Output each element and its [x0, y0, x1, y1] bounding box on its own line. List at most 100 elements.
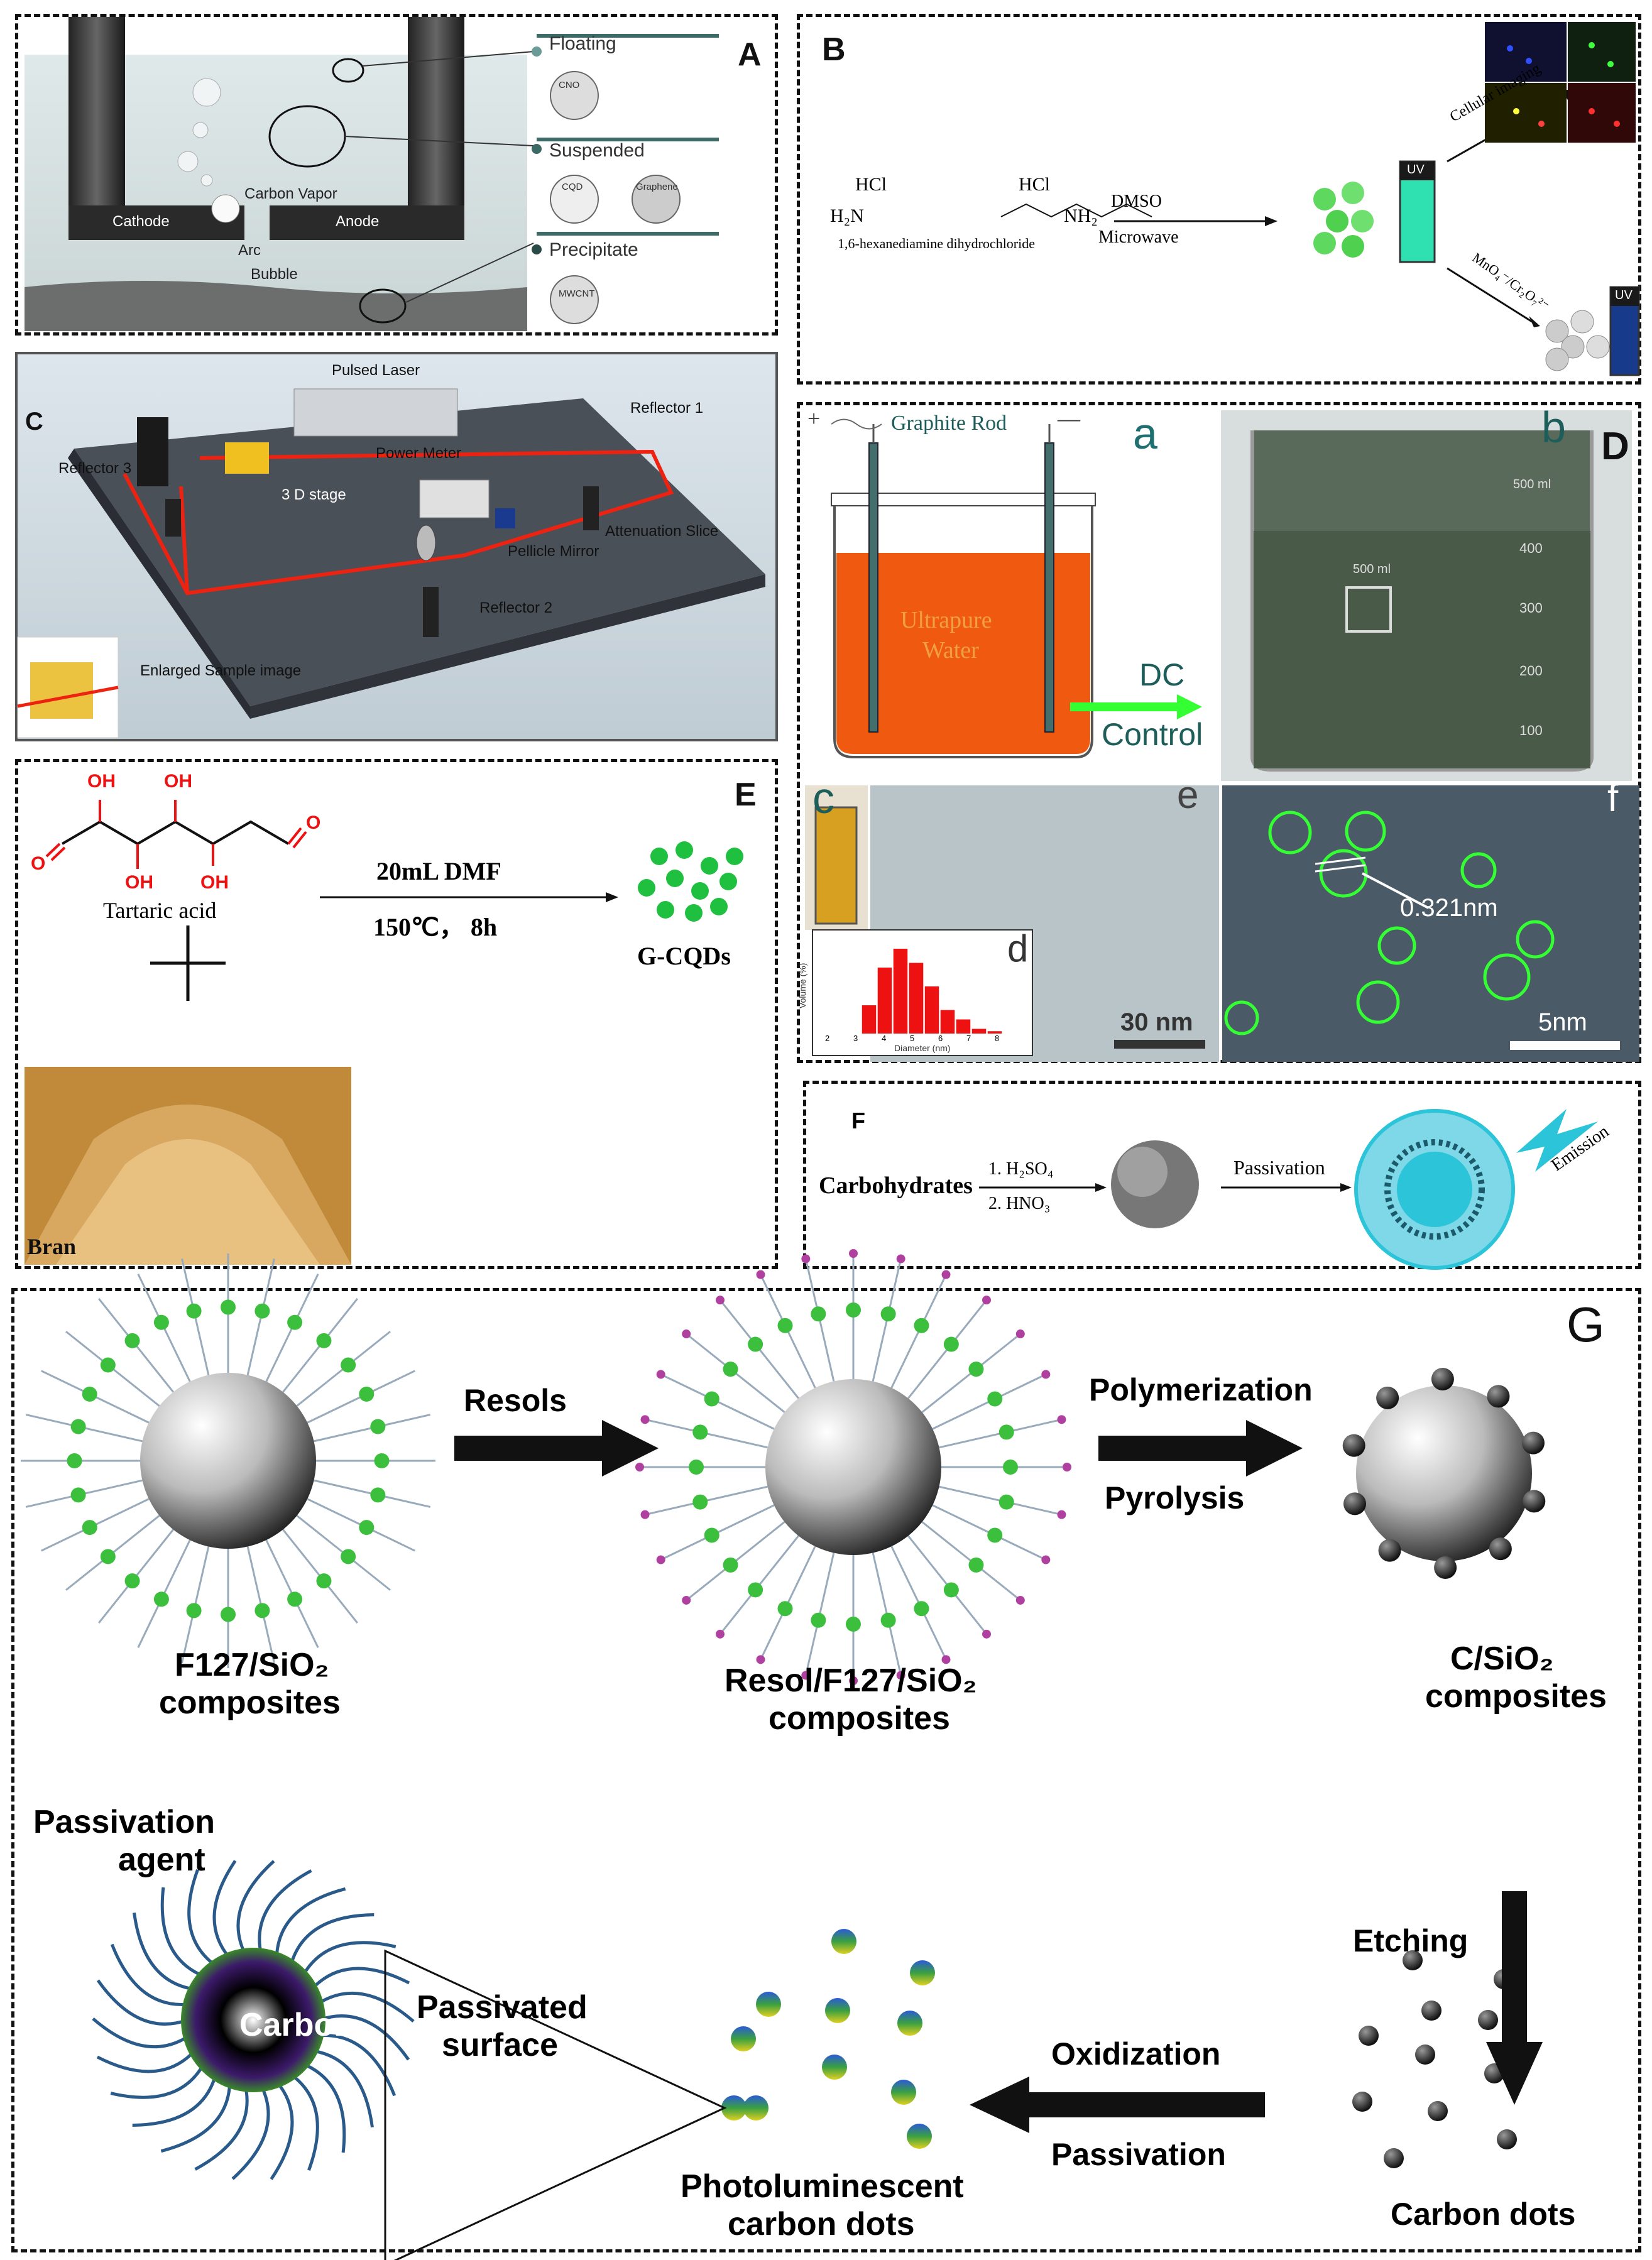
- resol-tip: [849, 1676, 858, 1685]
- passivation-chain: [96, 2050, 196, 2073]
- passivation-chain: [310, 1967, 410, 1990]
- histogram-bar: [971, 1029, 987, 1034]
- passivation-chain: [132, 2073, 217, 2127]
- panel-b: HCl HCl H₂N NH₂ 1,6-hexanediamine dihydr…: [797, 14, 1641, 385]
- csio2-line1: C/SiO₂: [1450, 1640, 1554, 1677]
- oh-1: OH: [87, 771, 116, 792]
- arc-label: Arc: [238, 242, 261, 259]
- f127-coil: [914, 1601, 929, 1617]
- resols-label: Resols: [464, 1383, 567, 1418]
- passivation-chain: [160, 2082, 232, 2153]
- sub-f-label: f: [1607, 777, 1619, 820]
- panel-f-scheme: [979, 1109, 1598, 1270]
- hist-xticks: 2 3 4 5 6 7 8: [825, 1034, 1026, 1044]
- resol-tip: [982, 1296, 991, 1305]
- f127-coil: [221, 1299, 236, 1315]
- mwcnt-label: MWCNT: [559, 288, 595, 299]
- f127-coil: [723, 1362, 738, 1377]
- resol-tip: [716, 1629, 725, 1639]
- resol-tip: [849, 1249, 858, 1258]
- photoluminescent-dot: [756, 1992, 781, 2017]
- water-line1: Ultrapure: [900, 607, 992, 633]
- passivation-chain: [289, 1913, 375, 1967]
- f127-coil: [968, 1557, 984, 1573]
- resol-tip: [896, 1671, 905, 1680]
- passivation-chain: [212, 1860, 237, 1960]
- bran-label: Bran: [27, 1234, 77, 1259]
- passivation-chain: [302, 2062, 346, 2153]
- passivation-chain: [133, 1912, 195, 1991]
- carbon-dot: [1428, 2101, 1448, 2121]
- f127-coil: [70, 1419, 86, 1434]
- hist-xtick: 6: [938, 1034, 943, 1043]
- f127-line2: composites: [159, 1684, 341, 1721]
- reflector3-label: Reflector 3: [58, 460, 132, 477]
- minus-sign: —: [1058, 406, 1080, 431]
- microwave-label: Microwave: [1098, 227, 1179, 247]
- photoluminescent-dot: [897, 2011, 922, 2036]
- f127-coil: [880, 1612, 896, 1628]
- hist-xtick: 2: [825, 1034, 830, 1043]
- f127-coil: [987, 1391, 1003, 1407]
- f127-coil: [186, 1603, 202, 1619]
- panel-g: Resols Polymerization Pyrolysis F127/SiO…: [11, 1249, 1641, 2260]
- panel-c-label: C: [25, 408, 43, 435]
- scale-f-label: 5nm: [1538, 1008, 1587, 1036]
- carbon-dot: [1497, 2129, 1517, 2149]
- passivation-chain: [290, 2073, 319, 2171]
- csio2-line2: composites: [1425, 1678, 1607, 1715]
- sub-e-label: e: [1177, 773, 1199, 817]
- f127-coil: [846, 1617, 861, 1632]
- beaker-tick-100: 100: [1519, 723, 1543, 738]
- f127-coil: [689, 1460, 704, 1475]
- o-right: O: [306, 812, 321, 833]
- carbon-label: Carbon: [239, 2007, 354, 2043]
- carbon-vapor-label: Carbon Vapor: [244, 185, 337, 202]
- panel-d-label: D: [1601, 425, 1629, 468]
- water-line2: Water: [922, 637, 979, 663]
- suspended-label: Suspended: [549, 140, 645, 161]
- f127-coil: [221, 1607, 236, 1622]
- f127-coil: [811, 1612, 826, 1628]
- graphene-label: Graphene: [636, 182, 678, 192]
- photoluminescent-dot: [910, 1960, 935, 1985]
- carbon-dot: [1403, 1950, 1423, 1970]
- hist-xtick: 4: [882, 1034, 887, 1043]
- f127-coil: [692, 1494, 708, 1510]
- photoluminescent-dot: [721, 2095, 747, 2121]
- f127-coil: [67, 1453, 82, 1468]
- passivation-agent-line1: Passivation: [33, 1804, 216, 1840]
- f127-coil: [723, 1557, 738, 1573]
- beaker-tick-300: 300: [1519, 600, 1543, 616]
- f127-coil: [82, 1520, 97, 1536]
- f127-coil: [153, 1591, 169, 1607]
- carbon-dot: [1384, 2148, 1404, 2168]
- f127-line1: F127/SiO₂: [175, 1647, 329, 1683]
- f127-coil: [704, 1391, 719, 1407]
- f127-coil: [914, 1318, 929, 1333]
- resol-tip: [656, 1370, 665, 1379]
- resol-tip: [640, 1415, 650, 1424]
- sub-a-label: a: [1133, 409, 1157, 458]
- panel-f-label: F: [851, 1108, 865, 1133]
- carbon-dot: [1489, 1537, 1512, 1561]
- f127-coil: [100, 1357, 116, 1373]
- photoluminescent-dot: [731, 2026, 756, 2051]
- f127-coil: [748, 1582, 763, 1598]
- resol-tip: [756, 1270, 765, 1279]
- power-meter-label: Power Meter: [376, 445, 462, 462]
- f127-coil: [70, 1487, 86, 1503]
- resol-tip: [682, 1595, 691, 1605]
- resol-tip: [896, 1254, 905, 1264]
- passivation-chain: [270, 2080, 294, 2180]
- f127-coil: [359, 1386, 375, 1402]
- passivation-chain: [275, 1887, 346, 1958]
- hist-xlabel: Diameter (nm): [894, 1043, 951, 1053]
- scale-e-label: 30 nm: [1120, 1008, 1193, 1036]
- resol-tip: [682, 1329, 691, 1339]
- histogram-bar: [893, 949, 908, 1034]
- resol-tip: [1057, 1510, 1066, 1519]
- panel-b-label: B: [822, 31, 846, 68]
- f127-coil: [370, 1419, 386, 1434]
- f127-coil: [254, 1303, 270, 1319]
